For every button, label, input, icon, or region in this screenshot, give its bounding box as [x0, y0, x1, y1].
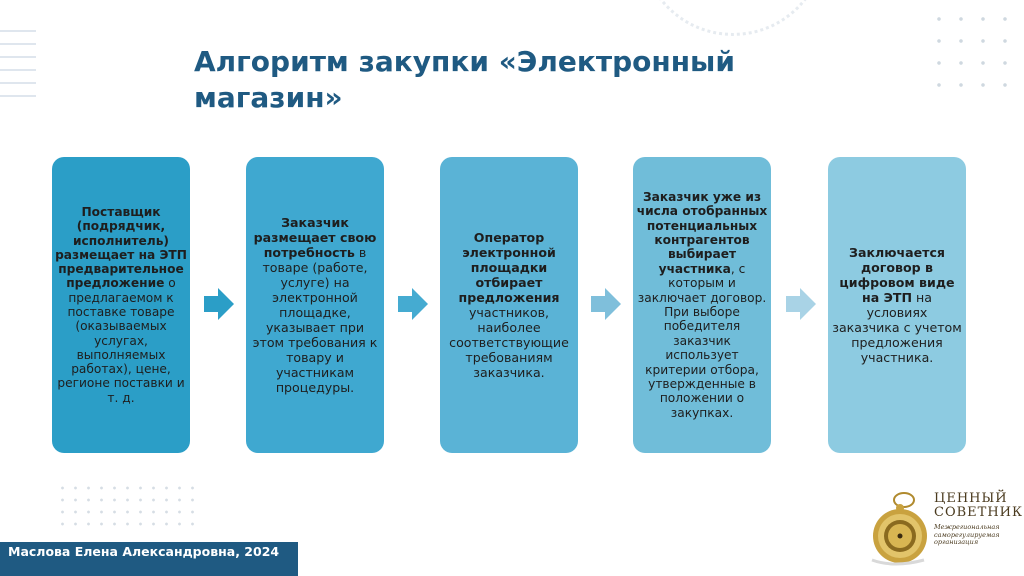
step-box-5: Заключается договор в цифровом виде на Э…: [828, 157, 966, 453]
step-box-4: Заказчик уже из числа отобранных потенци…: [633, 157, 771, 453]
step-5-bold: Заключается договор в цифровом виде на Э…: [839, 245, 955, 305]
decorative-arc: [640, 0, 826, 36]
step-3-text: участников, наиболее соответствующие тре…: [449, 305, 569, 380]
step-box-2: Заказчик размещает свою потребность в то…: [246, 157, 384, 453]
decorative-dots-bottom-left: [56, 482, 196, 530]
step-arrow-icon: [591, 288, 621, 320]
company-logo: ЦЕННЫЙ СОВЕТНИК Межрегиональная саморегу…: [864, 488, 1024, 568]
step-arrow-icon: [204, 288, 234, 320]
step-2-bold: Заказчик размещает свою потребность: [253, 215, 377, 260]
step-box-1: Поставщик (подрядчик, исполнитель) разме…: [52, 157, 190, 453]
author-footer: Маслова Елена Александровна, 2024: [0, 542, 298, 576]
step-2-text: в товаре (работе, услуге) на электронной…: [252, 245, 378, 395]
step-arrow-icon: [398, 288, 428, 320]
step-1-text: о предлагаемом к поставке товаре (оказыв…: [57, 276, 185, 405]
logo-name-line-2: СОВЕТНИК: [934, 505, 1024, 520]
step-arrow-icon: [786, 288, 816, 320]
logo-subtitle: Межрегиональная саморегулируемая организ…: [934, 523, 1000, 546]
logo-name-line-1: ЦЕННЫЙ: [934, 491, 1008, 506]
step-5-text: на условиях заказчика с учетом предложен…: [832, 290, 962, 365]
logo-name: ЦЕННЫЙ СОВЕТНИК: [934, 492, 1024, 520]
step-4-text: , с которым и заключает договор. При выб…: [637, 261, 767, 420]
step-4-bold: Заказчик уже из числа отобранных потенци…: [636, 189, 768, 276]
decorative-lines: [0, 30, 36, 108]
step-1-bold: Поставщик (подрядчик, исполнитель) разме…: [55, 204, 187, 291]
step-3-bold: Оператор электронной площадки отбирает п…: [458, 230, 560, 305]
step-box-3: Оператор электронной площадки отбирает п…: [440, 157, 578, 453]
page-title: Алгоритм закупки «Электронный магазин»: [194, 45, 735, 114]
pocket-watch-icon: [871, 492, 927, 566]
decorative-dots-top-right: [928, 8, 1016, 88]
